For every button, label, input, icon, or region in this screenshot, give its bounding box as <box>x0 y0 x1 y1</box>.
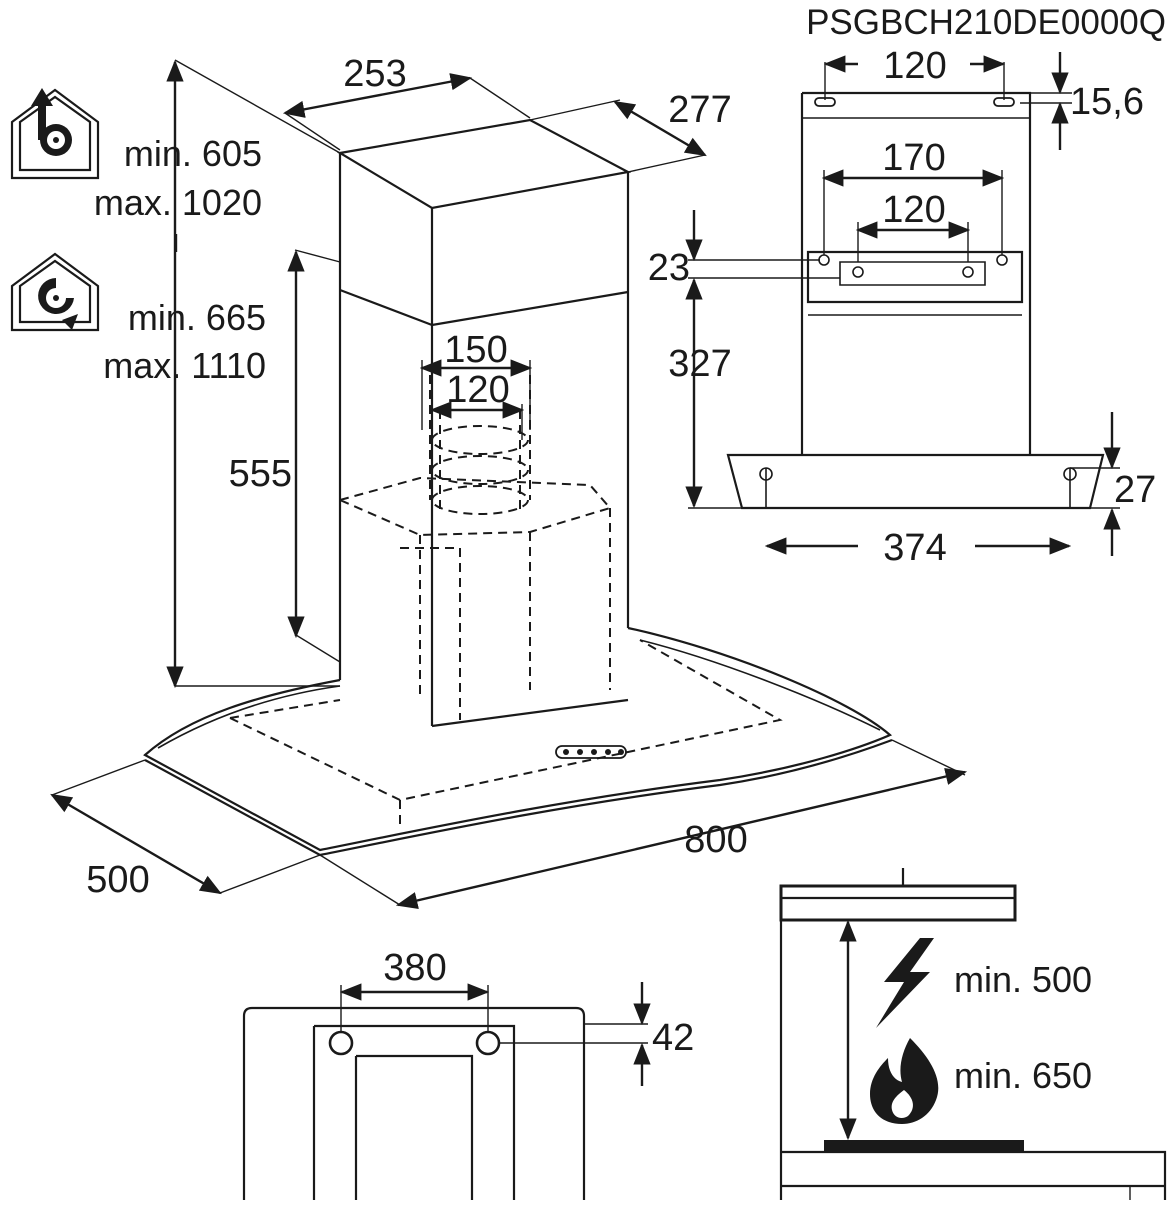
chimney-depth-label: 277 <box>668 89 731 131</box>
dimension-installation-height <box>166 59 340 689</box>
dimension-bracket-mid-inner: 120 <box>855 189 971 262</box>
dimension-plate-spacing: 380 <box>339 947 490 1032</box>
dimension-bracket-mid-outer: 170 <box>821 137 1005 255</box>
extraction-fan-house-icon <box>10 88 100 180</box>
bracket-mid-offset-label: 23 <box>648 247 690 289</box>
hood-depth-label: 500 <box>86 859 149 901</box>
outlet-outer-label: 150 <box>444 329 507 371</box>
clearance-gas-label: min. 650 <box>954 1055 1092 1096</box>
bracket-top-spacing-label: 120 <box>883 45 946 87</box>
dimension-outlet: 150 120 <box>419 329 533 440</box>
recirculation-min: min. 665 <box>128 297 266 338</box>
clearance-electric-label: min. 500 <box>954 959 1092 1000</box>
dimension-chimney-depth: 277 <box>529 89 732 173</box>
dimension-chimney-width: 253 <box>174 53 531 154</box>
bracket-bottom-offset-label: 27 <box>1114 469 1156 511</box>
bracket-mid-outer-label: 170 <box>882 137 945 179</box>
dimension-hood-width: 800 <box>319 739 968 909</box>
extraction-min: min. 605 <box>124 133 262 174</box>
dimension-chimney-height: 555 <box>229 249 341 663</box>
bracket-height-label: 327 <box>668 343 731 385</box>
wall-plate-view <box>242 1006 586 1200</box>
bracket-top-offset-label: 15,6 <box>1070 81 1144 123</box>
outlet-inner-label: 120 <box>446 369 509 411</box>
dimension-bracket-top-spacing: 120 <box>823 45 1006 100</box>
extraction-max: max. 1020 <box>94 182 262 223</box>
recirculation-house-icon <box>10 252 100 332</box>
flame-icon <box>870 1038 939 1124</box>
clearance-view <box>779 868 1167 1200</box>
hood-width-label: 800 <box>684 819 747 861</box>
dimension-bracket-height: 327 <box>668 277 742 509</box>
dimension-bracket-mid-offset: 23 <box>648 210 840 289</box>
bracket-bottom-spacing-label: 374 <box>883 527 946 569</box>
dimension-plate-offset: 42 <box>500 982 694 1086</box>
plate-spacing-label: 380 <box>383 947 446 989</box>
dimension-bracket-bottom-spacing: 374 <box>764 527 1072 569</box>
dimension-bracket-top-offset: 15,6 <box>1020 52 1144 150</box>
lightning-icon <box>876 938 934 1028</box>
recirculation-max: max. 1110 <box>103 345 266 386</box>
bracket-mid-inner-label: 120 <box>882 189 945 231</box>
dimension-hood-depth: 500 <box>50 759 321 901</box>
model-code: PSGBCH210DE0000Q <box>806 3 1166 42</box>
dimension-bracket-bottom-offset: 27 <box>1070 412 1156 556</box>
chimney-height-label: 555 <box>229 453 292 495</box>
plate-offset-label: 42 <box>652 1017 694 1059</box>
chimney-width-label: 253 <box>343 53 406 95</box>
bracket-side-view <box>726 91 1105 510</box>
